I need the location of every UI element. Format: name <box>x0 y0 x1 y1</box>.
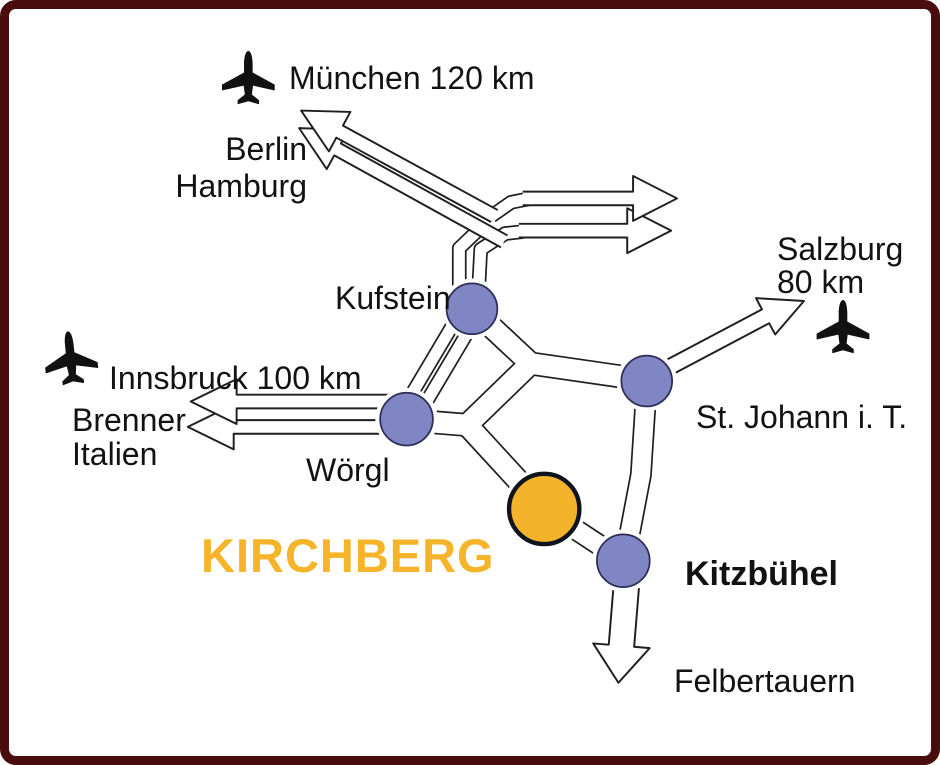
label-kufstein: Kufstein <box>335 280 451 316</box>
arrow-northwest-lower <box>298 127 508 249</box>
label-italien: Italien <box>72 436 158 472</box>
label-woergl: Wörgl <box>306 452 390 488</box>
label-muenchen: München 120 km <box>289 60 535 96</box>
label-salzburg-km: 80 km <box>777 264 865 300</box>
arrow-salzburg <box>663 297 805 377</box>
node-kirchberg <box>506 471 582 547</box>
arrow-northwest-upper <box>300 109 499 223</box>
road-network <box>41 50 870 684</box>
airplane-icon-salzburg <box>816 299 870 354</box>
airplane-icon-innsbruck <box>41 328 100 388</box>
node-kitzbuehel <box>596 533 651 588</box>
arrow-felbertauern <box>592 585 651 684</box>
arrow-west-upper <box>189 378 400 425</box>
label-felbertauern: Felbertauern <box>674 663 856 699</box>
label-salzburg-name: Salzburg <box>777 231 904 267</box>
label-kitzbuehel: Kitzbühel <box>685 555 838 593</box>
label-st-johann: St. Johann i. T. <box>696 399 908 435</box>
label-brenner-italien: Brenner Italien <box>72 403 186 471</box>
label-berlin-hamburg: Berlin Hamburg <box>119 131 307 205</box>
town-nodes <box>379 282 674 588</box>
node-woergl <box>379 391 434 447</box>
airplane-icon-muenchen <box>221 50 275 105</box>
label-salzburg: Salzburg 80 km <box>777 233 903 299</box>
label-hamburg: Hamburg <box>175 168 307 204</box>
label-brenner: Brenner <box>72 402 186 438</box>
label-innsbruck: Innsbruck 100 km <box>109 360 362 396</box>
label-kirchberg-title: KIRCHBERG <box>201 529 495 582</box>
arrows-layer <box>186 109 805 684</box>
arrow-east-lower <box>518 207 673 255</box>
arrow-east-upper <box>522 175 678 222</box>
label-berlin: Berlin <box>225 131 307 167</box>
node-stjohann <box>620 354 674 408</box>
node-kufstein <box>445 282 499 336</box>
